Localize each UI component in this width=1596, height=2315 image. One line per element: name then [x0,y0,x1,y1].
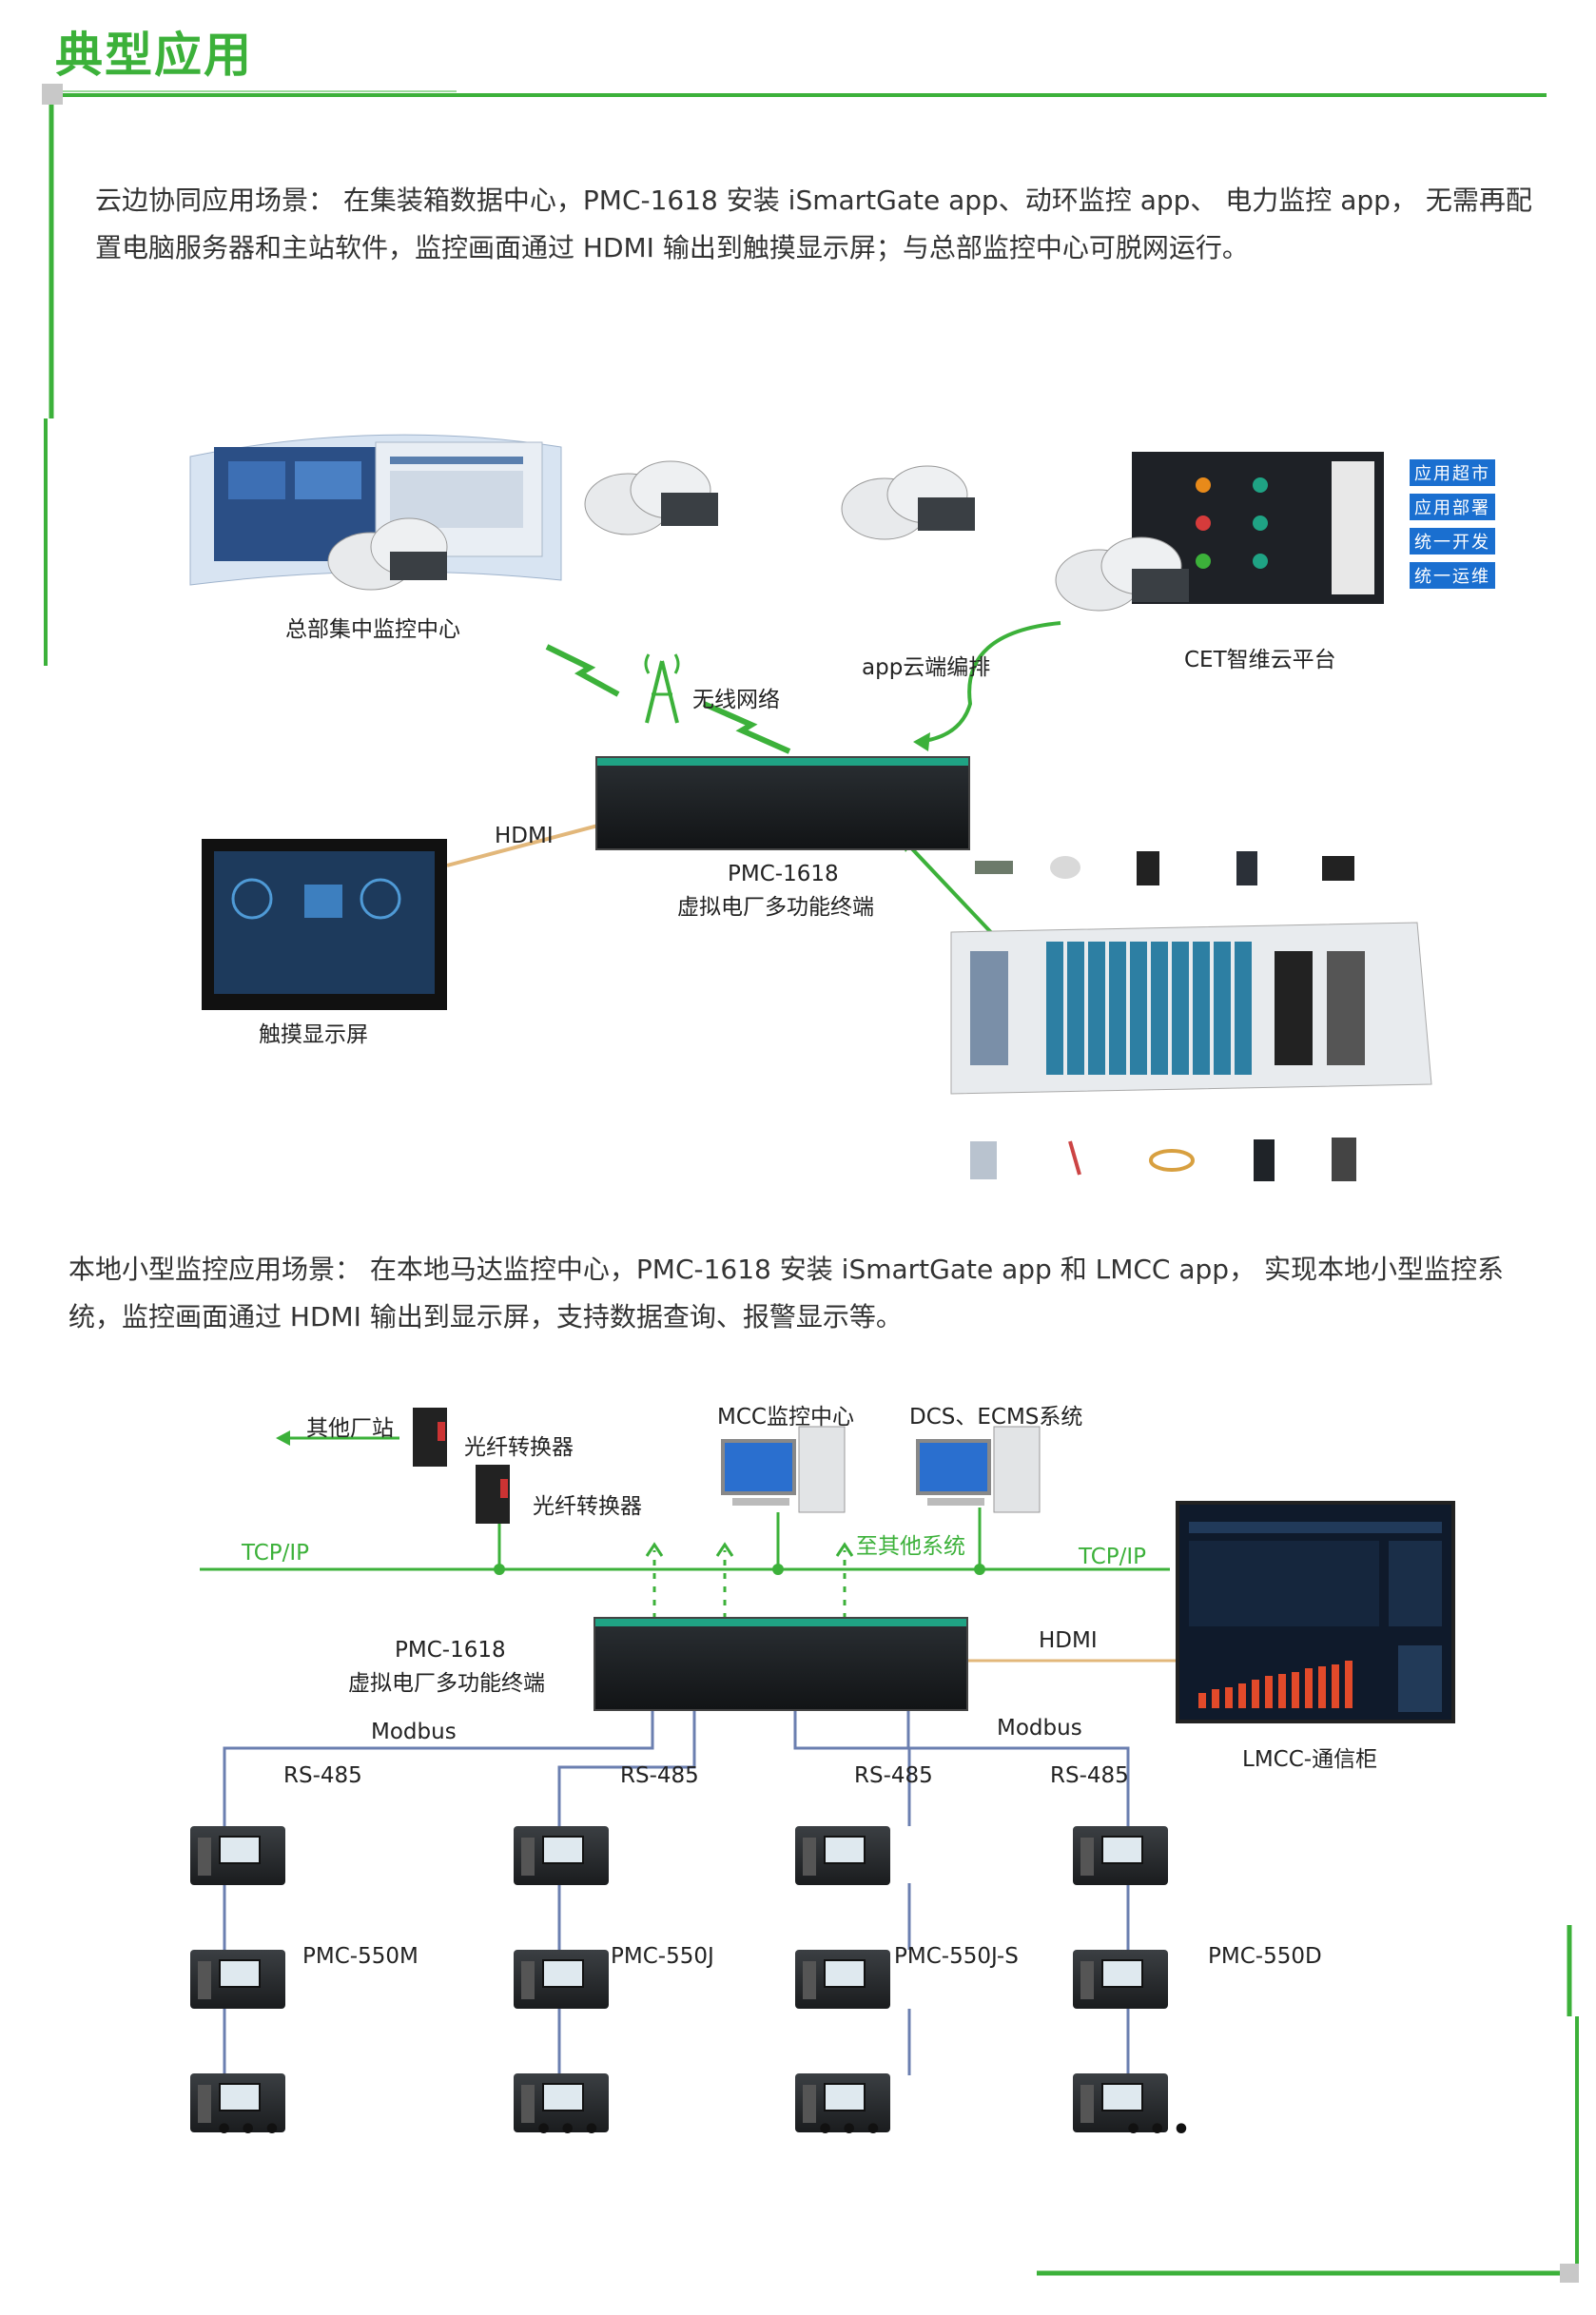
more-devices-dots: ••• [535,2113,607,2147]
cloud-icon [841,465,975,540]
model-label: PMC-550M [302,1944,418,1969]
meter-device [1073,1950,1168,2009]
cet-tag: 统一开发 [1410,528,1495,554]
cet-tag: 统一运维 [1410,562,1495,589]
rs485-label: RS-485 [854,1763,933,1788]
tcpip-label: TCP/IP [1079,1545,1147,1569]
scenario2-diagram [200,1408,1455,2075]
pmc1618-device [594,1617,968,1711]
meter-device [190,2073,285,2132]
meter-device [190,1950,285,2009]
cet-platform-label: CET智维云平台 [1184,648,1336,672]
device-name: PMC-1618 [728,862,839,886]
model-label: PMC-550J-S [894,1944,1019,1969]
meter-device [1073,2073,1168,2132]
wireless-link [545,644,620,697]
meter-device [514,1950,609,2009]
cloud-icon [327,517,448,591]
lmcc-screen [1176,1501,1455,1723]
hdmi-cable [446,821,610,867]
meter-device [514,1826,609,1885]
scenario1-diagram [189,434,1432,1181]
header-square [42,84,63,105]
device-desc: 虚拟电厂多功能终端 [677,895,874,920]
more-devices-dots: ••• [816,2113,888,2147]
model-label: PMC-550J [611,1944,714,1969]
lmcc-label: LMCC-通信柜 [1242,1747,1378,1772]
meter-device [795,1826,890,1885]
hdmi-label: HDMI [1039,1628,1098,1653]
device-name: PMC-1618 [395,1638,506,1663]
fiber-converter-label: 光纤转换器 [533,1494,642,1519]
device-desc: 虚拟电厂多功能终端 [348,1671,545,1696]
more-devices-dots: ••• [1124,2113,1197,2147]
cet-tag: 应用超市 [1410,459,1495,486]
wireless-link [702,701,791,754]
scenario2-description: 本地小型监控应用场景： 在本地马达监控中心，PMC-1618 安装 iSmart… [68,1254,1504,1333]
rs485-label: RS-485 [283,1763,362,1788]
model-label: PMC-550D [1208,1944,1322,1969]
meter-device [190,1826,285,1885]
touch-screen [202,839,447,1010]
to-other-systems-label: 至其他系统 [856,1534,965,1559]
other-station-label: 其他厂站 [306,1416,394,1441]
dcs-label: DCS、ECMS系统 [909,1405,1083,1430]
rs485-label: RS-485 [1050,1763,1129,1788]
page-title: 典型应用 [55,28,253,83]
modbus-label: Modbus [371,1720,457,1744]
scenario1-description: 云边协同应用场景： 在集装箱数据中心，PMC-1618 安装 iSmartGat… [95,185,1532,263]
wireless-label: 无线网络 [692,688,780,712]
hq-label: 总部集中监控中心 [285,617,460,642]
computer-icon [721,1426,846,1513]
pmc1618-device [595,756,970,850]
touch-screen-label: 触摸显示屏 [259,1022,368,1047]
mcc-label: MCC监控中心 [717,1405,854,1430]
cloud-icon [1055,536,1189,612]
app-orchestration-arrow [917,621,1061,744]
rs485-label: RS-485 [620,1763,699,1788]
meter-device [514,2073,609,2132]
modbus-lines [223,1683,1130,2075]
computer-icon [916,1426,1041,1513]
container-datacenter [950,851,1432,1181]
more-devices-dots: ••• [215,2113,287,2147]
cloud-icon [584,460,718,535]
meter-device [795,1950,890,2009]
app-orchestration-label: app云端编排 [862,655,991,680]
meter-device [795,2073,890,2132]
modbus-label: Modbus [997,1716,1082,1741]
hdmi-label: HDMI [495,824,554,848]
antenna-icon [644,653,680,724]
meter-device [1073,1826,1168,1885]
cet-tag: 应用部署 [1410,494,1495,520]
fiber-converter-label: 光纤转换器 [464,1435,574,1460]
tcpip-label: TCP/IP [242,1541,310,1566]
